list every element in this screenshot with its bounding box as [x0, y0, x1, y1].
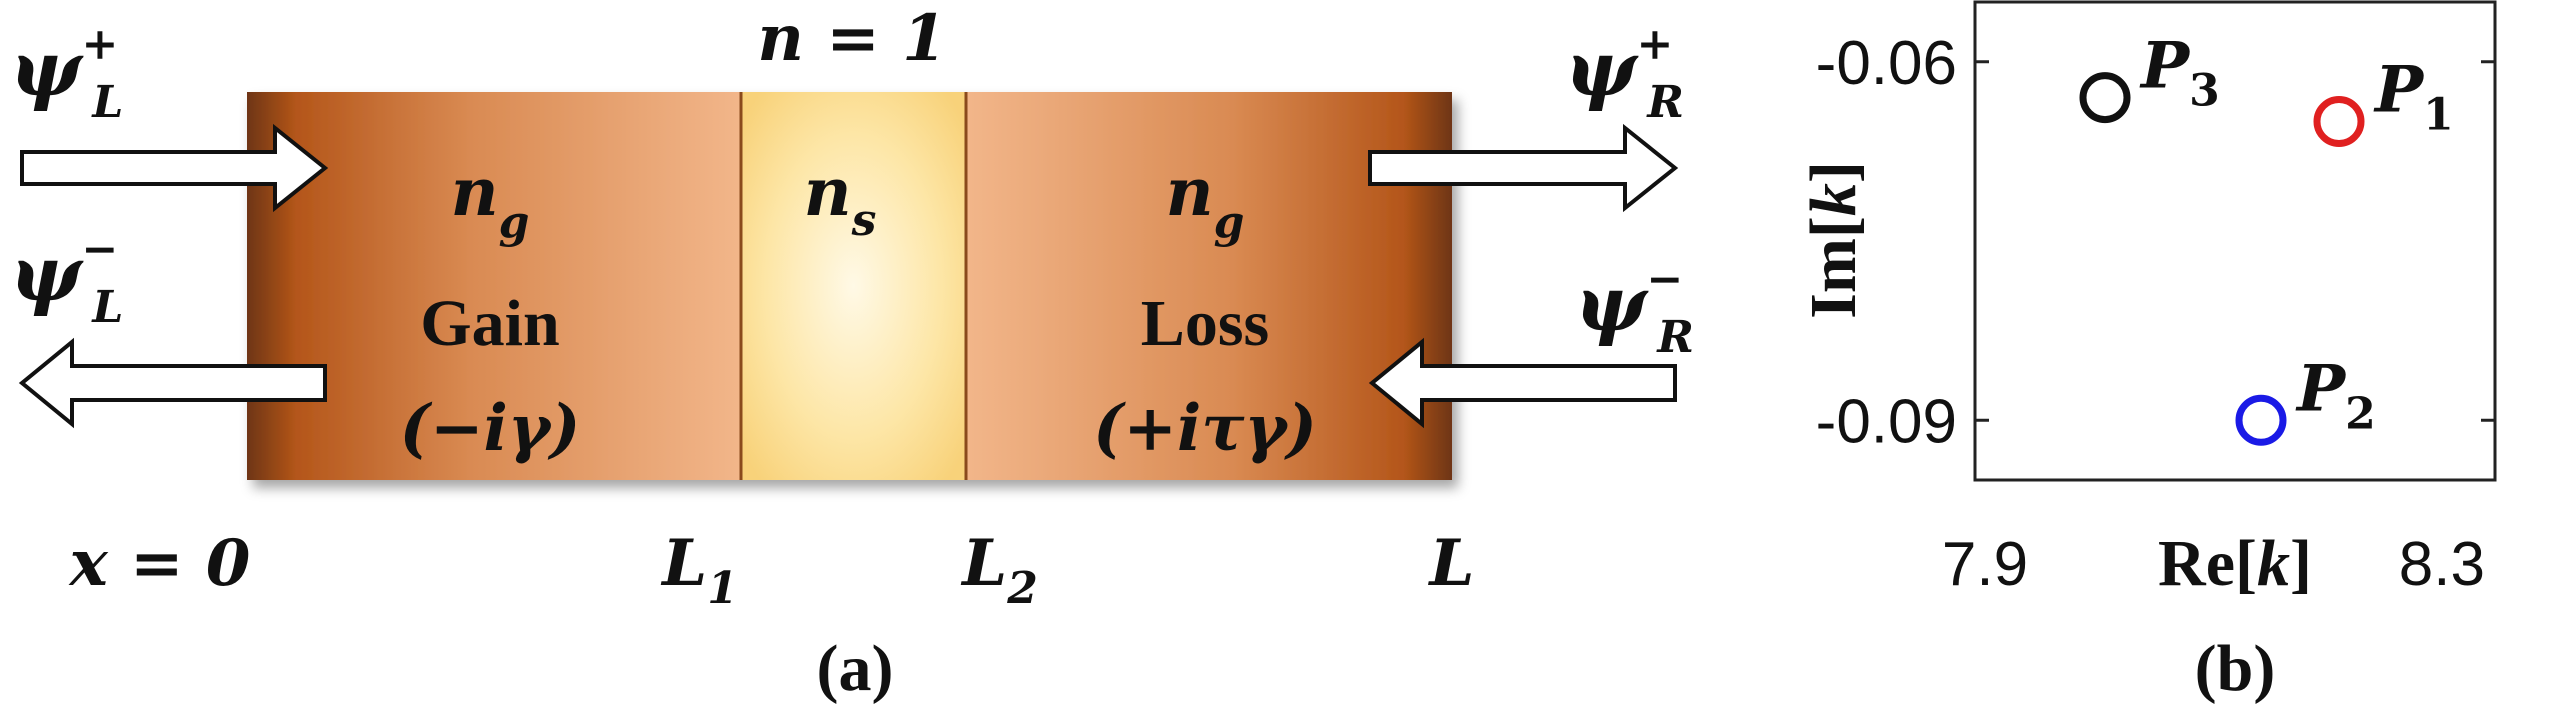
position-L2-label: L2 [960, 526, 1038, 614]
data-point-P2 [2235, 394, 2287, 446]
arrow-left-outgoing-icon [18, 337, 327, 429]
gain-label: Gain [420, 287, 559, 360]
position-L1-label: L1 [660, 526, 738, 614]
x-axis-label: Re[k] [2158, 527, 2312, 600]
arrow-right-outgoing-icon [1368, 123, 1679, 213]
loss-label: Loss [1141, 287, 1269, 360]
psi-L-minus-label: ψ−L [10, 224, 123, 333]
right-index-label: ng [1166, 153, 1245, 248]
psi-R-plus-label: ψ+R [1565, 19, 1684, 128]
y-tick-label: -0.06 [1816, 29, 1957, 98]
data-point-P3 [2079, 72, 2131, 124]
middle-region [741, 92, 966, 480]
psi-R-minus-label: ψ−R [1575, 254, 1694, 363]
x-tick-label: 7.9 [1942, 530, 2028, 599]
gain-region [247, 92, 741, 480]
y-tick-label: -0.09 [1816, 387, 1957, 456]
left-index-label: ng [451, 153, 530, 248]
arrow-left-incoming-icon [20, 123, 329, 213]
point-label-P1: P1 [2373, 53, 2454, 141]
point-label-P2: P2 [2295, 351, 2376, 439]
y-axis-label: Im[k] [1797, 161, 1870, 319]
position-x0-label: x = 0 [68, 526, 251, 601]
panel-b-caption: (b) [2195, 632, 2276, 705]
data-point-P1 [2313, 96, 2365, 147]
position-L-label: L [1428, 526, 1475, 601]
loss-term: (+iτγ) [1093, 391, 1317, 466]
point-label-P3: P3 [2139, 29, 2220, 117]
middle-index-label: ns [804, 153, 877, 246]
plot-frame [1973, 0, 2497, 482]
panel-a-caption: (a) [817, 632, 894, 705]
arrow-right-incoming-icon [1368, 337, 1677, 429]
psi-L-plus-label: ψ+L [10, 19, 123, 128]
x-tick-label: 8.3 [2399, 530, 2485, 599]
slab-structure [247, 92, 1452, 480]
gain-term: (−iγ) [400, 391, 581, 466]
top-index-label: n = 1 [757, 1, 946, 76]
